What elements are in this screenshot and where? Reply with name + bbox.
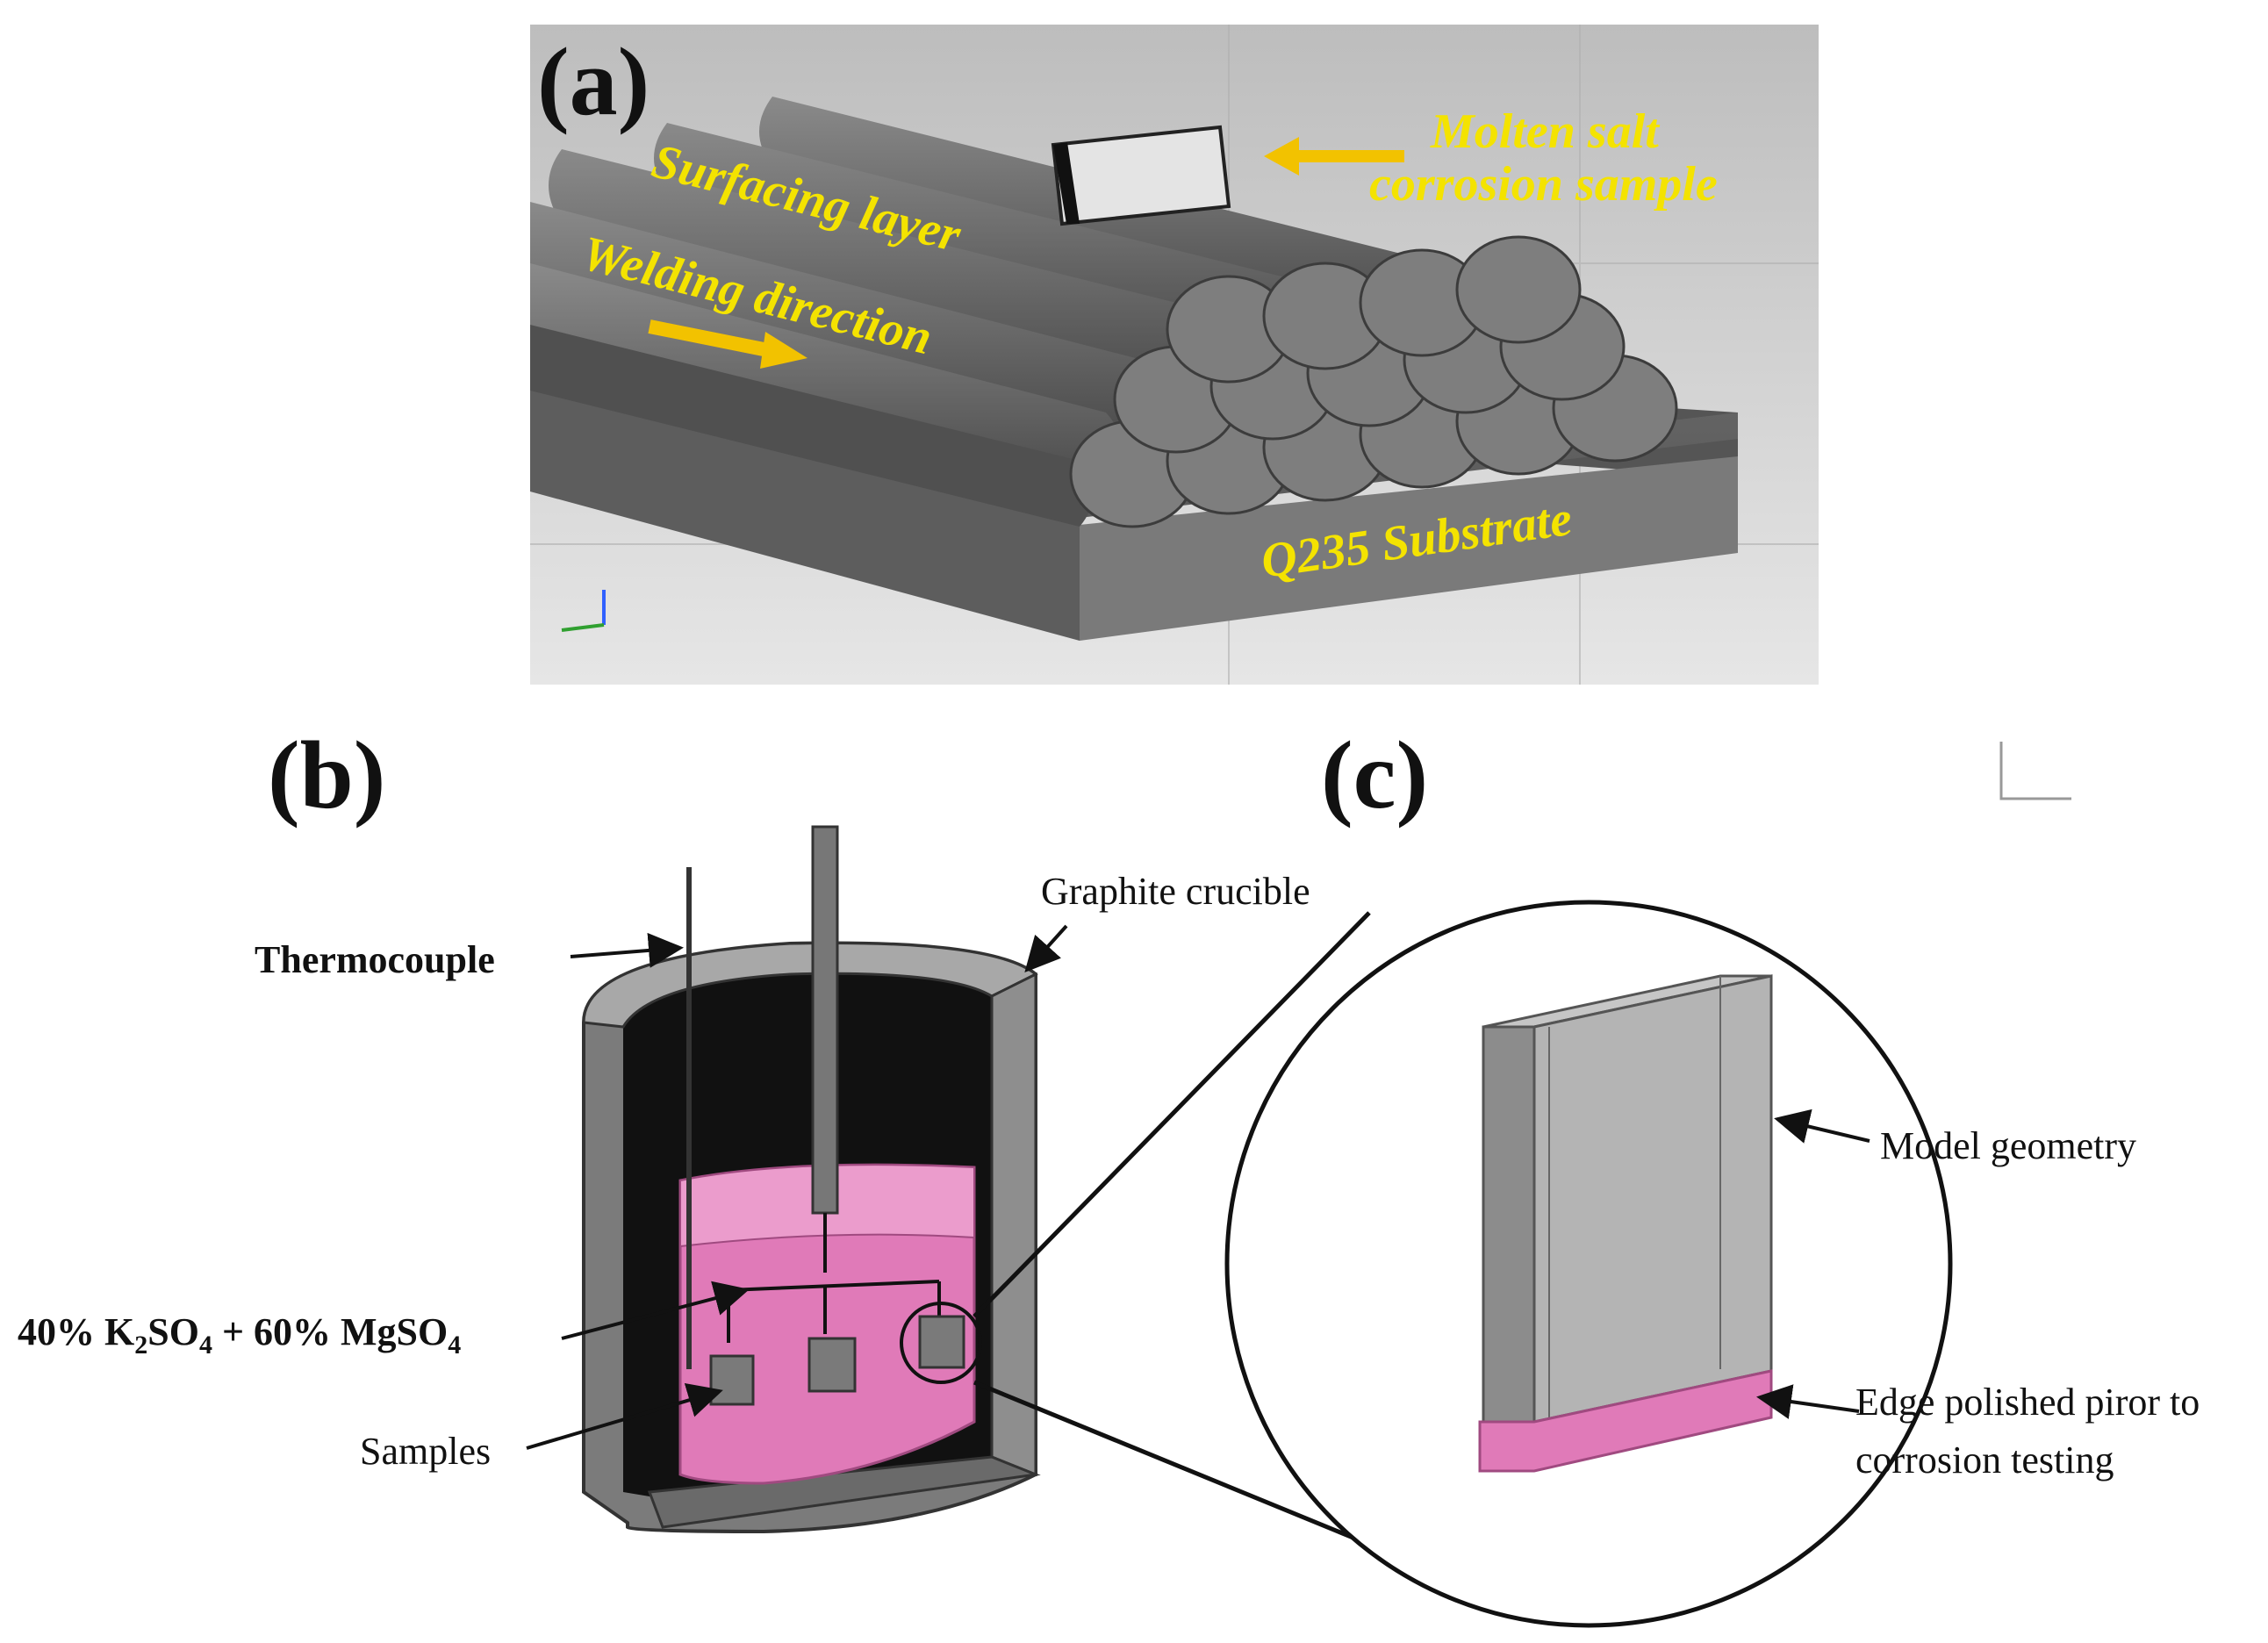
panel-b-label: (b) (268, 721, 385, 829)
salt-part1: 40% K (18, 1310, 134, 1353)
molten-salt-label-line2: corrosion sample (1369, 157, 1718, 212)
sample-magnifier-circle (900, 1302, 982, 1384)
zoom-line-bottom (973, 1380, 1414, 1565)
weld-beads (530, 97, 1422, 527)
corner-mark (1999, 742, 2071, 800)
salt-sub1: 2 (134, 1331, 147, 1360)
model-geometry-label: Model geometry (1880, 1124, 2136, 1167)
welding-direction-arrow (648, 319, 774, 358)
thermocouple-label: Thermocouple (255, 938, 495, 981)
panel-b: (b) (18, 721, 1414, 1565)
sample-holder-rod (811, 825, 839, 1215)
samples-label: Samples (360, 1430, 491, 1473)
sample-2 (807, 1337, 857, 1393)
edge-polished-line2: corrosion testing (1855, 1439, 2114, 1482)
salt-sub2: 4 (199, 1331, 212, 1360)
molten-salt-label-line1: Molten salt (1430, 104, 1660, 159)
panel-c: (c) Model geometry Edge polished piror t… (1224, 721, 2200, 1628)
salt-mixture-label: 40% K2SO4 + 60% MgSO4 (18, 1310, 461, 1360)
salt-part2: SO (147, 1310, 199, 1353)
axis-triad-icon (561, 590, 606, 632)
salt-part3: + 60% MgSO (212, 1310, 448, 1353)
sample-3 (918, 1315, 965, 1369)
sample-rack (727, 1213, 941, 1343)
sample-model (1478, 974, 1773, 1473)
graphite-crucible-label: Graphite crucible (1041, 870, 1310, 913)
panel-b-callouts (526, 924, 1068, 1450)
edge-polished-line1: Edge polished piror to (1855, 1381, 2200, 1424)
panel-c-callouts (1756, 1108, 1870, 1419)
panel-a-arrows (648, 137, 1404, 369)
zoom-line-top (973, 911, 1371, 1318)
sample-1 (709, 1354, 755, 1406)
panel-a-label: (a) (537, 28, 650, 135)
corrosion-sample-block (1051, 125, 1231, 226)
panel-a: (a) Molten salt corrosion sample Surfaci… (530, 25, 1819, 685)
bead-cross-sections (1069, 235, 1678, 528)
panel-c-label: (c) (1321, 721, 1428, 829)
salt-sub3: 4 (448, 1331, 461, 1360)
